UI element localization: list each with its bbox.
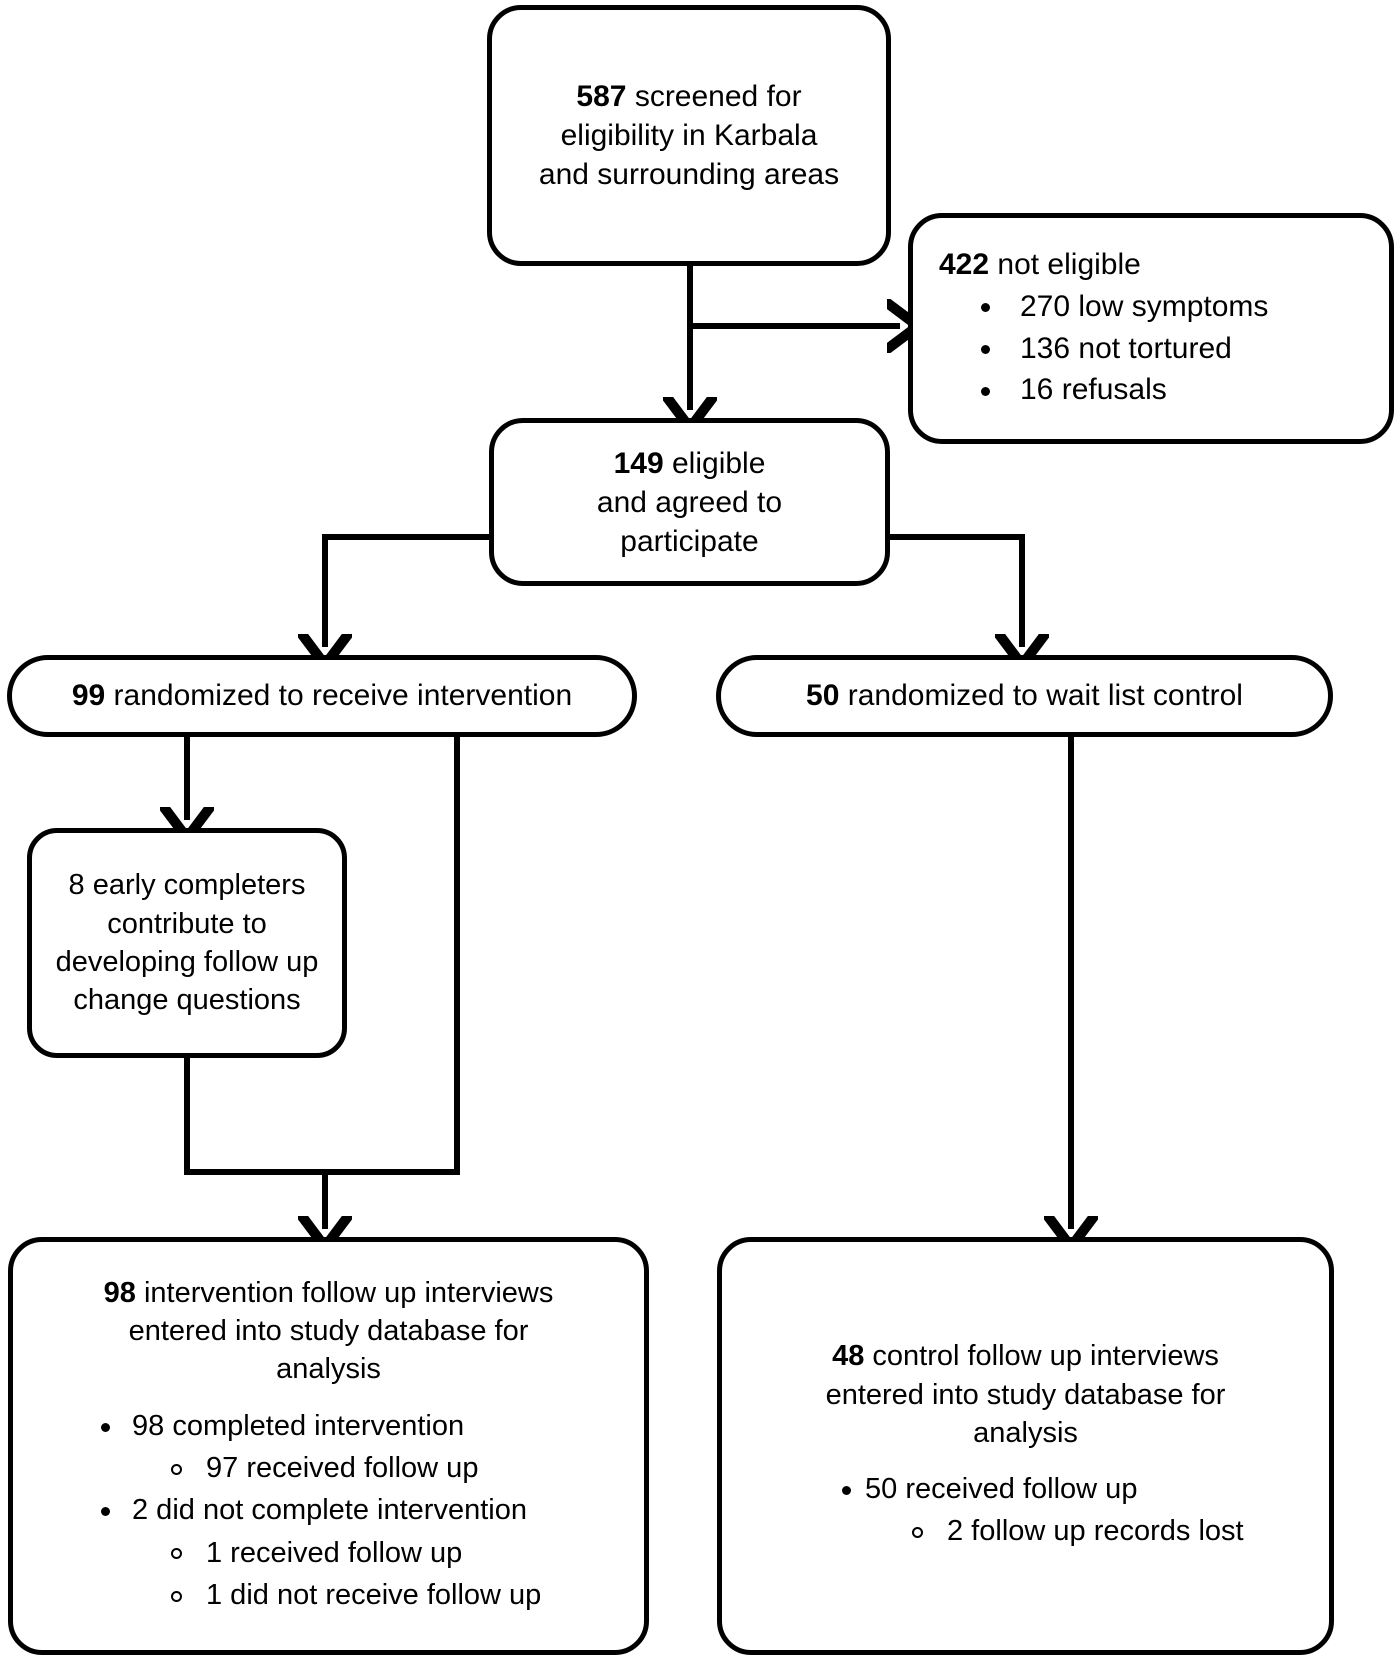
result-intervention-count: 98: [103, 1276, 136, 1309]
not-eligible-reason-3: 16 refusals: [1020, 373, 1167, 407]
edge-eligible-to-randomized-intervention: [325, 534, 489, 647]
result-intervention-head-line-1: 98 intervention follow up interviews: [29, 1274, 628, 1312]
early-completers-line-1: 8 early completers: [68, 869, 306, 902]
bullet-ring-icon: [912, 1527, 923, 1539]
not-eligible-heading-rest: not eligible: [989, 247, 1141, 281]
result-intervention-head-line-3: analysis: [276, 1353, 381, 1386]
edge-eligible-to-randomized-control: [890, 534, 1022, 647]
result-intervention-head-line-2: entered into study database for: [128, 1315, 529, 1348]
bullet-ring-icon: [171, 1548, 182, 1560]
result-control-bullet-1: 50 received follow up: [865, 1473, 1138, 1506]
result-control-heading: 48 control follow up interviews entered …: [722, 1337, 1329, 1452]
list-item: 97 received follow up: [101, 1449, 644, 1487]
screened-line-2: eligibility in Karbala: [560, 119, 818, 152]
not-eligible-heading: 422 not eligible: [939, 245, 1389, 285]
result-control-head-line-2: entered into study database for: [825, 1378, 1226, 1411]
node-screened-for-eligibility: 587 screened for eligibility in Karbala …: [487, 5, 891, 266]
randomized-control-text: 50 randomized to wait list control: [806, 677, 1243, 715]
result-intervention-head-rest: intervention follow up interviews: [135, 1276, 554, 1309]
list-item: 136 not tortured: [981, 329, 1389, 369]
result-intervention-bullet-3: 2 did not complete intervention: [132, 1494, 527, 1527]
eligible-count: 149: [613, 446, 664, 480]
early-completers-line-4: change questions: [73, 984, 301, 1017]
early-completers-line-2: contribute to: [107, 907, 267, 940]
node-randomized-to-intervention: 99 randomized to receive intervention: [7, 655, 637, 737]
list-item: 2 did not complete intervention: [101, 1491, 644, 1529]
list-item: 16 refusals: [981, 370, 1389, 410]
randomized-intervention-count: 99: [71, 679, 106, 713]
bullet-ring-icon: [171, 1463, 182, 1475]
bullet-dot-icon: [981, 386, 990, 396]
screened-line-3: and surrounding areas: [538, 158, 840, 191]
randomized-control-count: 50: [806, 679, 840, 713]
list-item: 2 follow up records lost: [842, 1512, 1329, 1550]
bullet-dot-icon: [101, 1507, 110, 1517]
result-control-head-rest: control follow up interviews: [864, 1340, 1219, 1373]
list-item: 1 did not receive follow up: [101, 1576, 644, 1614]
early-completers-line-3: developing follow up: [55, 946, 319, 978]
bullet-dot-icon: [101, 1422, 110, 1432]
bullet-dot-icon: [981, 345, 990, 355]
result-intervention-bullet-4: 1 received follow up: [206, 1536, 463, 1569]
list-item: 98 completed intervention: [101, 1407, 644, 1445]
not-eligible-reason-1: 270 low symptoms: [1020, 289, 1269, 323]
screened-line-1: 587 screened for: [576, 77, 801, 116]
list-item: 1 received follow up: [101, 1534, 644, 1572]
result-intervention-bullet-2: 97 received follow up: [206, 1452, 479, 1484]
result-intervention-bullet-1: 98 completed intervention: [132, 1409, 465, 1442]
randomized-intervention-rest: randomized to receive intervention: [105, 679, 573, 713]
result-control-bullet-2: 2 follow up records lost: [947, 1515, 1244, 1548]
not-eligible-reason-2: 136 not tortured: [1020, 331, 1232, 365]
bullet-dot-icon: [981, 303, 990, 313]
randomized-control-rest: randomized to wait list control: [839, 679, 1243, 713]
bullet-ring-icon: [171, 1590, 182, 1602]
eligible-line-1-rest: eligible: [663, 446, 766, 480]
node-not-eligible: 422 not eligible 270 low symptoms 136 no…: [908, 213, 1394, 444]
result-control-head-line-1: 48 control follow up interviews: [738, 1337, 1313, 1375]
not-eligible-count: 422: [939, 247, 990, 281]
node-result-intervention: 98 intervention follow up interviews ent…: [8, 1237, 649, 1655]
not-eligible-reason-list: 270 low symptoms 136 not tortured 16 ref…: [939, 285, 1389, 413]
result-intervention-bullet-5: 1 did not receive follow up: [206, 1578, 542, 1611]
node-eligible-and-agreed: 149 eligible and agreed to participate: [489, 418, 890, 586]
eligible-line-2: and agreed to: [596, 485, 783, 519]
result-intervention-bullet-list: 98 completed intervention 97 received fo…: [13, 1403, 644, 1618]
result-intervention-heading: 98 intervention follow up interviews ent…: [13, 1274, 644, 1389]
screened-line-1-rest: screened for: [626, 80, 802, 113]
randomized-intervention-text: 99 randomized to receive intervention: [72, 677, 572, 715]
result-control-count: 48: [832, 1340, 865, 1373]
screened-count: 587: [576, 80, 627, 113]
eligible-line-1: 149 eligible: [614, 444, 766, 483]
bullet-dot-icon: [842, 1485, 851, 1495]
eligible-line-3: participate: [620, 524, 759, 558]
node-early-completers: 8 early completers contribute to develop…: [27, 828, 347, 1058]
result-control-bullet-list: 50 received follow up 2 follow up record…: [722, 1466, 1329, 1555]
list-item: 50 received follow up: [842, 1470, 1329, 1508]
list-item: 270 low symptoms: [981, 287, 1389, 327]
result-control-head-line-3: analysis: [973, 1416, 1078, 1449]
node-randomized-to-control: 50 randomized to wait list control: [716, 655, 1333, 737]
node-result-control: 48 control follow up interviews entered …: [717, 1237, 1334, 1655]
